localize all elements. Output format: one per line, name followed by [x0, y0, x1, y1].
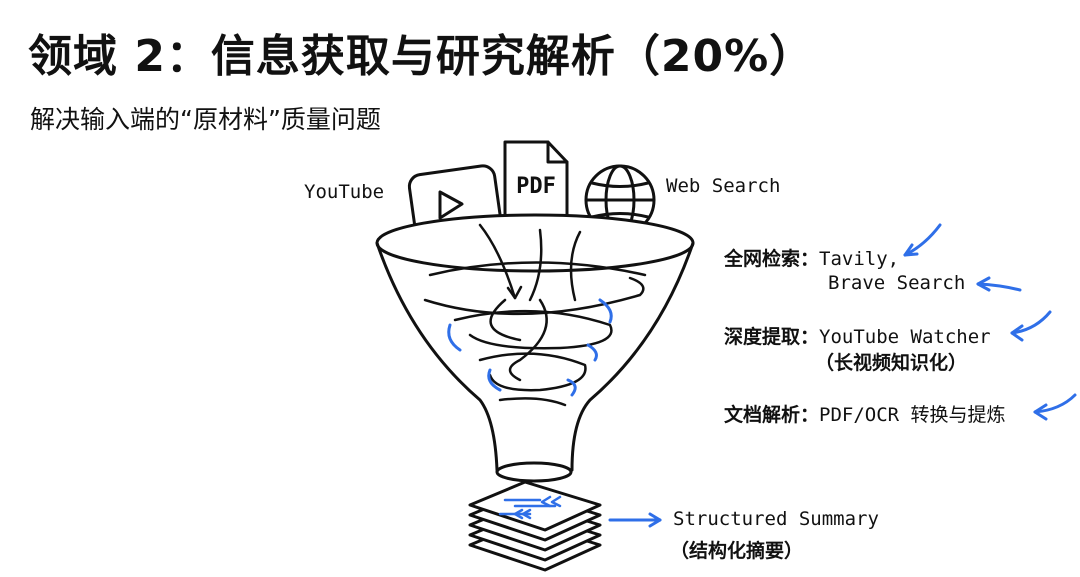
tool-deep-note: （长视频知识化） [815, 352, 968, 374]
source-youtube-label: YouTube [304, 181, 385, 203]
tool-doc-key: 文档解析： [724, 404, 820, 426]
structured-summary-stack-icon [468, 480, 602, 572]
tool-deep-value: YouTube Watcher [819, 326, 991, 348]
output-label: Structured Summary [673, 508, 879, 530]
funnel-left-side [375, 241, 499, 472]
tool-deep-row: 深度提取：YouTube Watcher [724, 322, 991, 349]
funnel-spout [495, 461, 573, 483]
tool-search-value-1: Tavily, [819, 248, 900, 270]
output-note: （结构化摘要） [670, 540, 804, 562]
tool-search-key: 全网检索： [724, 248, 820, 270]
source-web-search-label: Web Search [666, 175, 781, 197]
pdf-document-icon [503, 140, 569, 224]
arrow-to-structured-summary [608, 512, 662, 528]
tool-doc-row: 文档解析：PDF/OCR 转换与提炼 [724, 400, 1006, 427]
funnel-right-side [570, 241, 695, 472]
page-title: 领域 2：信息获取与研究解析（20%） [28, 31, 815, 82]
arrow-to-youtube-watcher [1010, 310, 1052, 342]
arrow-to-pdf-ocr [1033, 393, 1077, 421]
arrow-to-tavily [903, 223, 942, 257]
pdf-label: PDF [516, 174, 556, 199]
tool-doc-value: PDF/OCR 转换与提炼 [819, 404, 1006, 426]
tool-deep-key: 深度提取： [724, 326, 820, 348]
tool-search-row: 全网检索：Tavily, [724, 244, 899, 271]
arrow-to-brave [976, 276, 1022, 292]
page-subtitle: 解决输入端的“原材料”质量问题 [30, 105, 381, 134]
tool-search-value-2: Brave Search [828, 272, 966, 294]
